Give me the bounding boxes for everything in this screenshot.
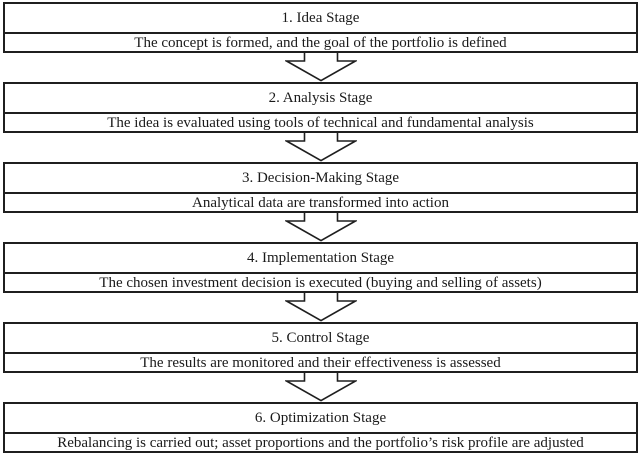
stage-4-description: The chosen investment decision is execut… (5, 272, 636, 291)
connector-4 (3, 293, 638, 322)
down-arrow-icon (284, 213, 357, 242)
connector-3 (3, 213, 638, 242)
stage-1-title: 1. Idea Stage (281, 10, 360, 26)
stage-5-title: 5. Control Stage (271, 330, 370, 346)
stage-2-analysis: 2. Analysis Stage The idea is evaluated … (3, 82, 638, 133)
down-arrow-icon (284, 133, 357, 162)
stage-2-description: The idea is evaluated using tools of tec… (5, 112, 636, 131)
stage-3-title: 3. Decision-Making Stage (241, 170, 400, 186)
stage-1-idea: 1. Idea Stage The concept is formed, and… (3, 2, 638, 53)
stage-3-decision-making: 3. Decision-Making Stage Analytical data… (3, 162, 638, 213)
stage-4-title: 4. Implementation Stage (246, 250, 395, 266)
stage-6-optimization: 6. Optimization Stage Rebalancing is car… (3, 402, 638, 453)
down-arrow-icon (284, 373, 357, 402)
connector-1 (3, 53, 638, 82)
stage-6-description: Rebalancing is carried out; asset propor… (5, 432, 636, 451)
stage-5-control: 5. Control Stage The results are monitor… (3, 322, 638, 373)
stage-6-title: 6. Optimization Stage (254, 410, 387, 426)
connector-2 (3, 133, 638, 162)
stage-5-description: The results are monitored and their effe… (5, 352, 636, 371)
down-arrow-icon (284, 53, 357, 82)
down-arrow-icon (284, 293, 357, 322)
stage-4-implementation: 4. Implementation Stage The chosen inves… (3, 242, 638, 293)
stage-3-description: Analytical data are transformed into act… (5, 192, 636, 211)
stage-2-title: 2. Analysis Stage (268, 90, 373, 106)
portfolio-process-flowchart: 1. Idea Stage The concept is formed, and… (3, 2, 638, 453)
connector-5 (3, 373, 638, 402)
stage-1-description: The concept is formed, and the goal of t… (5, 32, 636, 51)
